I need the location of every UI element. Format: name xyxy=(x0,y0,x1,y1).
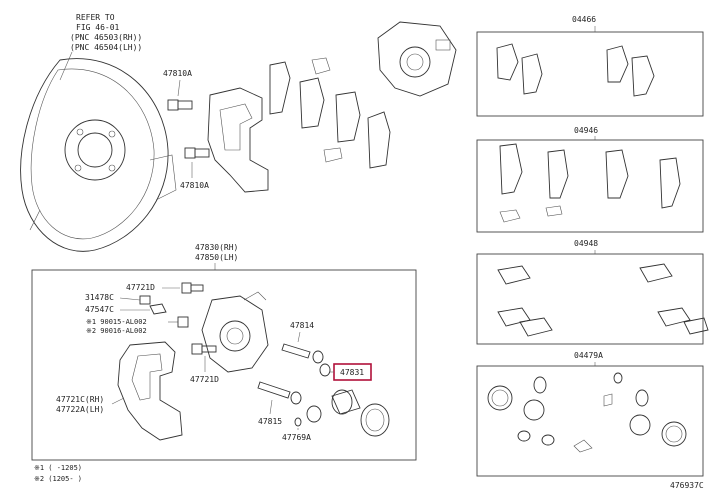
label-47721c: 47721C(RH) xyxy=(56,395,104,404)
diagram-id: 476937C xyxy=(670,481,704,490)
label-47810a-top: 47810A xyxy=(163,69,192,78)
top-caliper-assembly-drawing xyxy=(377,21,457,97)
kit-04946[interactable]: 04946 xyxy=(476,126,704,233)
footnotes: ※1 ( -1205) ※2 (1205- ) xyxy=(34,464,82,483)
dust-shield-drawing xyxy=(20,58,177,252)
refer-note-line1: REFER TO xyxy=(76,13,115,22)
kit-04948[interactable]: 04948 xyxy=(476,239,709,345)
label-47850: 47850(LH) xyxy=(195,253,238,262)
bolt-47810a-bottom[interactable]: 47810A xyxy=(180,147,210,190)
label-47721d-top: 47721D xyxy=(126,283,155,292)
label-90015: ※1 90015-AL002 xyxy=(86,318,147,326)
part-47814[interactable]: 47814 xyxy=(281,321,324,364)
part-47815[interactable]: 47815 xyxy=(257,381,302,426)
label-47831: 47831 xyxy=(340,368,364,377)
part-47831[interactable]: 47831 xyxy=(319,363,372,381)
label-47769a: 47769A xyxy=(282,433,311,442)
part-47721d-top[interactable]: 47721D xyxy=(126,282,204,294)
refer-note-line2: FIG 46-01 xyxy=(76,23,120,32)
refer-note: REFER TO FIG 46-01 (PNC 46503(RH)) (PNC … xyxy=(59,13,142,81)
top-caliper-bracket-drawing xyxy=(207,87,269,193)
label-47722a: 47722A(LH) xyxy=(56,405,104,414)
label-90016: ※2 90016-AL002 xyxy=(86,327,147,335)
part-47721d-bottom[interactable]: 47721D xyxy=(190,343,219,384)
refer-note-line3: (PNC 46503(RH)) xyxy=(70,33,142,42)
piston-seal-drawing xyxy=(306,389,390,437)
kit-04479a[interactable]: 04479A xyxy=(476,351,704,477)
part-47547c[interactable]: 47547C xyxy=(85,303,167,315)
label-47810a-bottom: 47810A xyxy=(180,181,209,190)
main-kit-frame: 47830(RH) 47850(LH) xyxy=(31,243,417,461)
refer-note-line4: (PNC 46504(LH)) xyxy=(70,43,142,52)
refer-note-leader xyxy=(59,51,73,81)
bracket-47721c-47722a[interactable]: 47721C(RH) 47722A(LH) xyxy=(56,341,183,441)
label-47721d-bottom: 47721D xyxy=(190,375,219,384)
footnote-1: ※1 ( -1205) xyxy=(34,464,82,472)
label-31478c: 31478C xyxy=(85,293,114,302)
label-04946: 04946 xyxy=(574,126,598,135)
label-47830: 47830(RH) xyxy=(195,243,238,252)
label-47547c: 47547C xyxy=(85,305,114,314)
label-04948: 04948 xyxy=(574,239,598,248)
part-47769a[interactable]: 47769A xyxy=(282,417,311,442)
footnote-2: ※2 (1205- ) xyxy=(34,475,82,483)
label-04479a: 04479A xyxy=(574,351,603,360)
bolt-47810a-top[interactable]: 47810A xyxy=(163,69,193,111)
caliper-body-drawing xyxy=(201,291,269,373)
part-90015-90016[interactable]: ※1 90015-AL002 ※2 90016-AL002 xyxy=(86,316,189,335)
label-47815: 47815 xyxy=(258,417,282,426)
label-04466: 04466 xyxy=(572,15,596,24)
label-47814: 47814 xyxy=(290,321,314,330)
kit-04466[interactable]: 04466 xyxy=(476,15,704,117)
part-31478c[interactable]: 31478C xyxy=(85,293,151,305)
top-pads-clips-drawing xyxy=(269,57,391,169)
